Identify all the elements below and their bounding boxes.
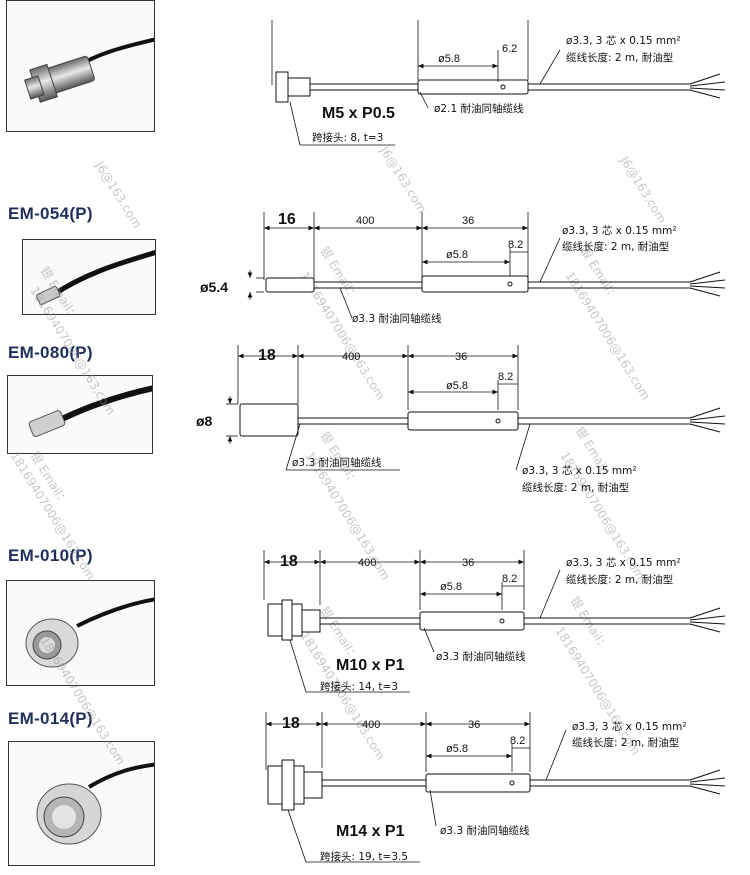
thread-label-4: M10 x P1: [336, 657, 405, 674]
cable-label-4: ø3.3 耐油同轴缆线: [436, 650, 526, 663]
cable-len-2: 400: [356, 215, 374, 227]
cable-label-3: ø3.3 耐油同轴缆线: [292, 456, 382, 469]
amp-offset-2: 8.2: [508, 239, 523, 251]
diagram-em080: 18 400 36 ø5.8 8.2 ø8 ø3.3 耐油同轴缆线 ø3.3, …: [196, 345, 726, 494]
model-label-em080: EM-080(P): [8, 343, 93, 362]
amp-dia-3: ø5.8: [446, 380, 468, 392]
nut-label-4: 跨接头: 14, t=3: [320, 680, 398, 693]
photo-m5-sensor: [6, 0, 155, 132]
nut-label-1: 跨接头: 8, t=3: [312, 131, 383, 144]
diagram-m14: 18 400 36 ø5.8 8.2 M14 x P1 跨接头: 19, t=3…: [265, 712, 726, 863]
cable-label-1: ø2.1 耐油同轴缆线: [434, 102, 524, 115]
amp-offset-3: 8.2: [498, 371, 513, 383]
amp-dia-1: ø5.8: [438, 53, 460, 65]
cable-spec-4b: 缆线长度: 2 m, 耐油型: [566, 573, 673, 586]
diagram-em054: 16 400 36 ø5.8 8.2 ø5.4 ø3.3 耐油同轴缆线 ø3.3…: [200, 211, 726, 325]
cable-spec-4a: ø3.3, 3 芯 x 0.15 mm²: [566, 556, 681, 569]
cable-len-4: 400: [358, 557, 376, 569]
amp-len-5: 36: [468, 719, 480, 731]
photo-em010: [6, 580, 155, 686]
thread-label-5: M14 x P1: [336, 823, 405, 840]
cable-label-5: ø3.3 耐油同轴缆线: [440, 824, 530, 837]
amp-len-4: 36: [462, 557, 474, 569]
photo-em054: [22, 239, 156, 315]
model-label-em010: EM-010(P): [8, 546, 93, 565]
amp-dia-4: ø5.8: [440, 581, 462, 593]
svg-text:J6@163.com: J6@163.com: [617, 153, 669, 225]
head-dia-3: ø8: [196, 413, 213, 429]
svg-text:J6@163.com: J6@163.com: [92, 158, 144, 230]
amp-offset-4: 8.2: [502, 573, 517, 585]
cable-spec-3b: 缆线长度: 2 m, 耐油型: [522, 481, 629, 494]
nut-label-5: 跨接头: 19, t=3.5: [320, 850, 408, 863]
diagram-m5: ø5.8 6.2 M5 x P0.5 跨接头: 8, t=3 ø2.1 耐油同轴…: [271, 20, 726, 146]
amp-dia-5: ø5.8: [446, 743, 468, 755]
cable-spec-1b: 缆线长度: 2 m, 耐油型: [566, 51, 673, 64]
cable-spec-3a: ø3.3, 3 芯 x 0.15 mm²: [522, 464, 637, 477]
amp-offset-1: 6.2: [502, 43, 517, 55]
amp-len-2: 36: [462, 215, 474, 227]
cable-len-5: 400: [362, 719, 380, 731]
cable-spec-2b: 缆线长度: 2 m, 耐油型: [562, 240, 669, 253]
svg-text:J6@163.com: J6@163.com: [377, 143, 429, 215]
model-label-em014: EM-014(P): [8, 709, 93, 728]
model-label-em054: EM-054(P): [8, 204, 93, 223]
amp-dia-2: ø5.8: [446, 249, 468, 261]
head-len-3: 18: [258, 347, 276, 364]
cable-spec-2a: ø3.3, 3 芯 x 0.15 mm²: [562, 224, 677, 237]
svg-text:18169407006@163.com: 18169407006@163.com: [37, 634, 127, 767]
cable-spec-5a: ø3.3, 3 芯 x 0.15 mm²: [572, 720, 687, 733]
cable-spec-5b: 缆线长度: 2 m, 耐油型: [572, 736, 679, 749]
head-len-2: 16: [278, 211, 296, 228]
head-len-4: 18: [280, 553, 298, 570]
amp-len-3: 36: [455, 351, 467, 363]
cable-len-3: 400: [342, 351, 360, 363]
head-dia-2: ø5.4: [200, 279, 228, 295]
photo-em080: [7, 375, 153, 454]
head-len-5: 18: [282, 715, 300, 732]
amp-offset-5: 8.2: [510, 735, 525, 747]
photo-em014: [8, 741, 155, 866]
thread-label-1: M5 x P0.5: [322, 105, 395, 122]
cable-label-2: ø3.3 耐油同轴缆线: [352, 312, 442, 325]
diagram-m10: 18 400 36 ø5.8 8.2 M10 x P1 跨接头: 14, t=3…: [263, 550, 726, 693]
cable-spec-1a: ø3.3, 3 芯 x 0.15 mm²: [566, 34, 681, 47]
